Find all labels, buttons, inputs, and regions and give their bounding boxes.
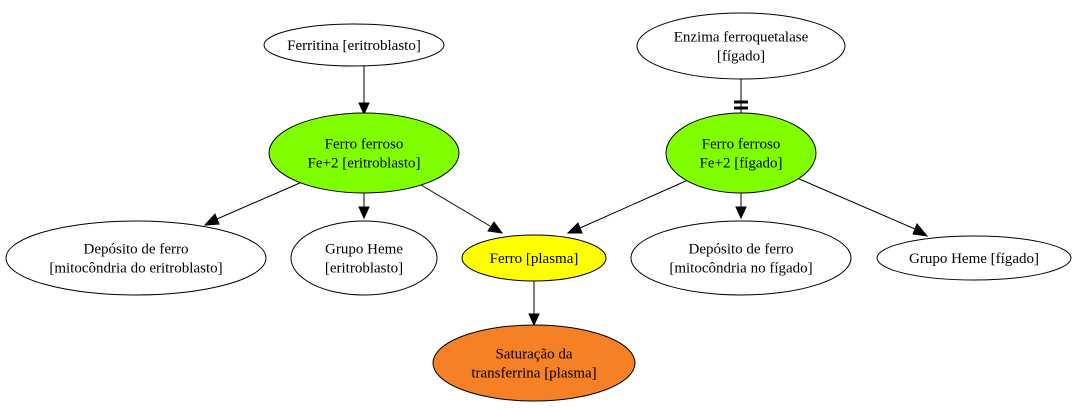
arrowhead (566, 222, 583, 234)
arrowhead (203, 213, 220, 226)
node-label-line: Saturação da (495, 347, 572, 363)
node-label-line: Fe+2 [fígado] (699, 156, 782, 172)
node-label-line: Depósito de ferro (84, 242, 189, 258)
edge-ferro-ferroso-figado-to-plasma (579, 179, 689, 229)
node-label-line: Fe+2 [eritroblasto] (307, 156, 420, 172)
node-ellipse (630, 220, 852, 296)
node-ellipse (290, 220, 438, 296)
arrowhead (735, 206, 747, 220)
edge-ferro-ferroso-eritroblasto-to-plasma (415, 181, 491, 227)
arrowhead (358, 102, 370, 116)
node-ellipse (876, 235, 1072, 281)
node-label-line: Ferro ferroso (702, 137, 781, 153)
arrowhead (528, 313, 540, 327)
node-saturacao-transferrina: Saturação da transferrina [plasma] (432, 324, 636, 402)
node-label-line: Enzima ferroquetalase (674, 30, 809, 46)
node-label-line: Ferro ferroso (325, 137, 404, 153)
node-ellipse (636, 12, 846, 80)
node-label-line: Ferritina [eritroblasto] (287, 38, 421, 54)
node-label-line: [fígado] (717, 49, 765, 65)
node-enzima-ferroquetalase: Enzima ferroquetalase [fígado] (636, 12, 846, 80)
node-label-line: [mitocôndria no fígado] (669, 261, 812, 277)
node-label-line: Grupo Heme [fígado] (909, 251, 1039, 267)
node-label-line: Depósito de ferro (689, 242, 794, 258)
node-ferritina-eritroblasto: Ferritina [eritroblasto] (263, 23, 445, 67)
node-ferro-plasma: Ferro [plasma] (461, 234, 607, 282)
edges (203, 66, 929, 327)
node-label-line: [eritroblasto] (325, 261, 403, 277)
arrowhead (487, 221, 504, 234)
node-label-line: transferrina [plasma] (471, 366, 596, 382)
arrowhead (912, 223, 929, 237)
edge-ferro-ferroso-figado-to-heme (796, 177, 916, 230)
node-ellipse (432, 324, 636, 402)
node-grupo-heme-eritroblasto: Grupo Heme [eritroblasto] (290, 220, 438, 296)
node-ellipse (461, 234, 607, 282)
edge-ferro-ferroso-eritroblasto-to-deposito (216, 181, 303, 220)
arrowhead (358, 206, 370, 220)
node-deposito-ferro-figado: Depósito de ferro [mitocôndria no fígado] (630, 220, 852, 296)
node-label-line: Ferro [plasma] (490, 251, 579, 267)
node-label-line: Grupo Heme (325, 242, 403, 258)
node-label-line: [mitocôndria do eritroblasto] (49, 261, 222, 277)
node-grupo-heme-figado: Grupo Heme [fígado] (876, 235, 1072, 281)
node-ellipse (268, 112, 460, 194)
node-ellipse (263, 23, 445, 67)
node-deposito-ferro-eritroblasto: Depósito de ferro [mitocôndria do eritrob… (5, 220, 267, 296)
node-ellipse (5, 220, 267, 296)
node-ellipse (665, 112, 817, 194)
